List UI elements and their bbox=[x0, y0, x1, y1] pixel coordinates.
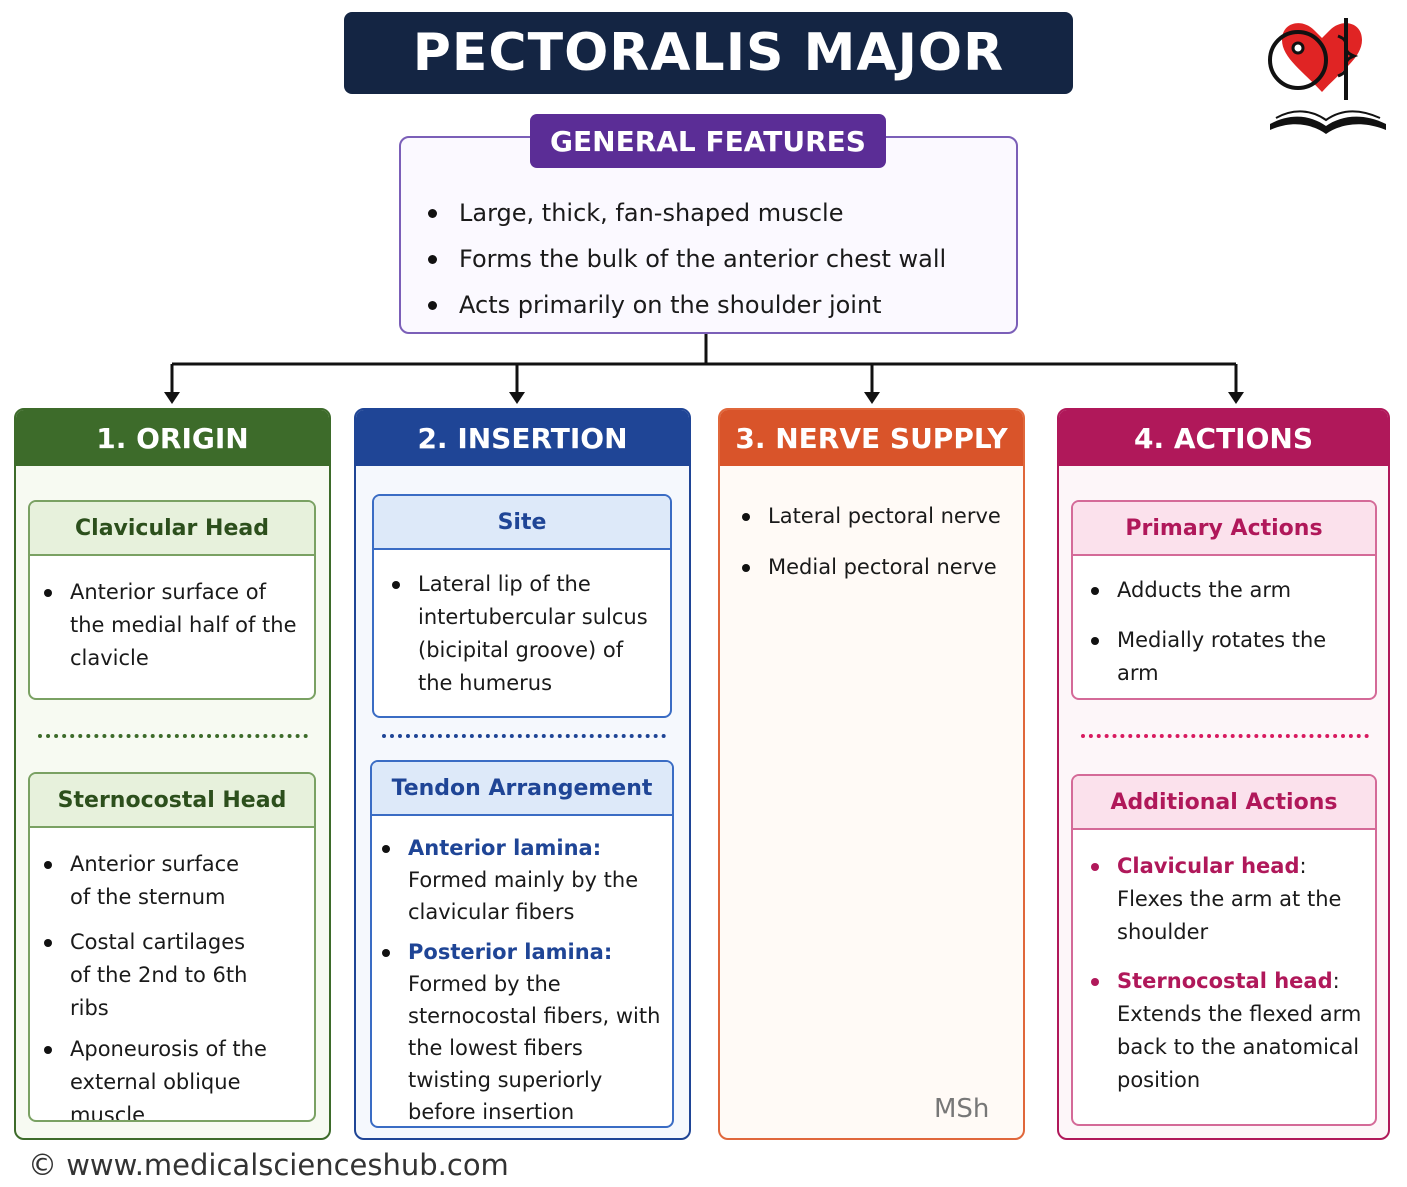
list-item: Medial pectoral nerve bbox=[742, 551, 1012, 584]
bullet-icon bbox=[428, 208, 437, 218]
origin-header: 1. ORIGIN bbox=[16, 410, 329, 466]
nerve-supply-header: 3. NERVE SUPPLY bbox=[720, 410, 1023, 466]
posterior-lamina-label: Posterior lamina: bbox=[408, 940, 613, 964]
list-item: Adducts the arm bbox=[1091, 574, 1371, 607]
sternocostal-head-box: Sternocostal Head Anterior surface of th… bbox=[28, 772, 316, 1122]
title-banner: PECTORALIS MAJOR bbox=[344, 12, 1073, 94]
actions-header: 4. ACTIONS bbox=[1059, 410, 1388, 466]
list-item: Sternocostal head: Extends the flexed ar… bbox=[1091, 965, 1367, 1097]
bullet-icon bbox=[392, 581, 400, 589]
bullet-icon bbox=[382, 949, 390, 957]
list-item: Lateral lip of the intertubercular sulcu… bbox=[392, 568, 652, 700]
sternocostal-head-label: Sternocostal head bbox=[1117, 969, 1333, 993]
list-item: Anterior lamina: Formed mainly by the cl… bbox=[382, 832, 664, 928]
list-item: Medially rotates the arm bbox=[1091, 624, 1371, 690]
bullet-icon bbox=[44, 939, 52, 947]
bullet-icon bbox=[1091, 978, 1099, 986]
tendon-arrangement-title: Tendon Arrangement bbox=[372, 762, 672, 816]
primary-actions-box: Primary Actions Adducts the arm Medially… bbox=[1071, 500, 1377, 700]
site-title: Site bbox=[374, 496, 670, 550]
insertion-column: 2. INSERTION Site Lateral lip of the int… bbox=[354, 408, 691, 1140]
copyright-footer: © www.medicalscienceshub.com bbox=[28, 1148, 509, 1182]
site-list: Lateral lip of the intertubercular sulcu… bbox=[392, 568, 652, 700]
bullet-icon bbox=[742, 564, 750, 572]
site-box: Site Lateral lip of the intertubercular … bbox=[372, 494, 672, 718]
list-item: Clavicular head: Flexes the arm at the s… bbox=[1091, 850, 1367, 949]
anterior-lamina-label: Anterior lamina: bbox=[408, 836, 602, 860]
insertion-header: 2. INSERTION bbox=[356, 410, 689, 466]
page-title: PECTORALIS MAJOR bbox=[412, 23, 1005, 83]
nerve-list: Lateral pectoral nerve Medial pectoral n… bbox=[742, 500, 1012, 584]
bullet-icon bbox=[44, 1046, 52, 1054]
bullet-icon bbox=[742, 513, 750, 521]
list-item: Anterior surface of the sternum bbox=[44, 848, 254, 914]
additional-actions-list: Clavicular head: Flexes the arm at the s… bbox=[1091, 850, 1367, 1097]
sternocostal-head-title: Sternocostal Head bbox=[30, 774, 314, 828]
list-item: Costal cartilages of the 2nd to 6th ribs bbox=[44, 926, 254, 1025]
general-features-list: Large, thick, fan-shaped muscle Forms th… bbox=[428, 190, 946, 328]
actions-column: 4. ACTIONS Primary Actions Adducts the a… bbox=[1057, 408, 1390, 1140]
general-features-title: GENERAL FEATURES bbox=[550, 124, 866, 158]
clavicular-head-box: Clavicular Head Anterior surface of the … bbox=[28, 500, 316, 700]
primary-actions-list: Adducts the arm Medially rotates the arm bbox=[1091, 574, 1371, 690]
list-item: Anterior surface of the medial half of t… bbox=[44, 576, 306, 675]
tendon-arrangement-box: Tendon Arrangement Anterior lamina: Form… bbox=[370, 760, 674, 1128]
list-item: Forms the bulk of the anterior chest wal… bbox=[428, 236, 946, 282]
primary-actions-title: Primary Actions bbox=[1073, 502, 1375, 556]
heart-caduceus-book-icon bbox=[1268, 18, 1386, 134]
bullet-icon bbox=[428, 254, 437, 264]
bullet-icon bbox=[428, 300, 437, 310]
author-signature: MSh bbox=[934, 1094, 990, 1124]
bullet-icon bbox=[44, 589, 52, 597]
bullet-icon bbox=[1091, 637, 1099, 645]
bullet-icon bbox=[44, 861, 52, 869]
sternocostal-list: Anterior surface of the sternum Costal c… bbox=[44, 848, 267, 1120]
bullet-icon bbox=[1091, 863, 1099, 871]
list-item: Lateral pectoral nerve bbox=[742, 500, 1012, 533]
bullet-icon bbox=[382, 845, 390, 853]
divider bbox=[38, 734, 308, 738]
list-item: Aponeurosis of the external oblique musc… bbox=[44, 1033, 294, 1120]
tendon-list: Anterior lamina: Formed mainly by the cl… bbox=[382, 832, 664, 1126]
additional-actions-box: Additional Actions Clavicular head: Flex… bbox=[1071, 774, 1377, 1126]
list-item: Large, thick, fan-shaped muscle bbox=[428, 190, 946, 236]
list-item: Acts primarily on the shoulder joint bbox=[428, 282, 946, 328]
nerve-supply-column: 3. NERVE SUPPLY Lateral pectoral nerve M… bbox=[718, 408, 1025, 1140]
clavicular-list: Anterior surface of the medial half of t… bbox=[44, 576, 306, 675]
origin-column: 1. ORIGIN Clavicular Head Anterior surfa… bbox=[14, 408, 331, 1140]
general-features-header: GENERAL FEATURES bbox=[530, 114, 886, 168]
clavicular-head-title: Clavicular Head bbox=[30, 502, 314, 556]
divider bbox=[382, 734, 666, 738]
list-item: Posterior lamina: Formed by the sternoco… bbox=[382, 936, 664, 1126]
divider bbox=[1081, 734, 1369, 738]
clavicular-head-label: Clavicular head bbox=[1117, 854, 1300, 878]
additional-actions-title: Additional Actions bbox=[1073, 776, 1375, 830]
bullet-icon bbox=[1091, 587, 1099, 595]
